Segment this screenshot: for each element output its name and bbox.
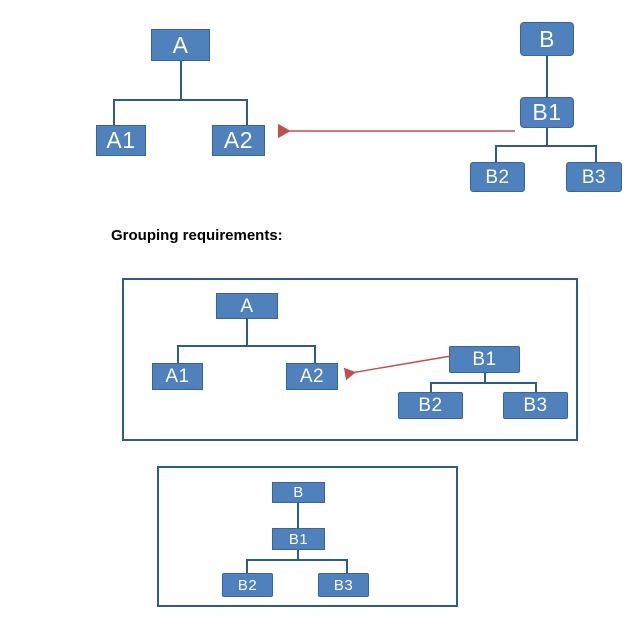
node-b-top[interactable]: B	[520, 22, 574, 56]
connector-b1-stem	[546, 128, 548, 146]
node-a1-top[interactable]: A1	[96, 125, 146, 156]
group-one-arrow-b1-to-a2	[343, 355, 452, 381]
connector-a-bus-g1	[177, 345, 316, 347]
grouping-requirements-caption: Grouping requirements:	[111, 227, 283, 244]
connector-a-bus	[113, 99, 248, 101]
connector-b1-stem-g1	[484, 373, 486, 383]
connector-b1-bus-g1	[430, 382, 536, 384]
node-b2-group2[interactable]: B2	[222, 573, 273, 597]
connector-a-stem-g1	[246, 319, 248, 346]
connector-a-stem	[180, 61, 182, 100]
node-b1-group2[interactable]: B1	[272, 528, 325, 550]
node-b3-top[interactable]: B3	[566, 162, 622, 192]
node-b-group2[interactable]: B	[272, 482, 325, 503]
node-b3-group1[interactable]: B3	[503, 392, 568, 419]
node-b3-group2[interactable]: B3	[318, 573, 369, 597]
connector-b3-drop-g1	[535, 382, 537, 393]
top-arrow-b1-to-a2	[278, 123, 515, 139]
connector-b-stem	[546, 56, 548, 97]
connector-a1-drop-g1	[177, 345, 179, 364]
node-a1-group1[interactable]: A1	[152, 363, 203, 390]
connector-b1-stem-g2	[297, 550, 299, 560]
connector-a2-drop	[246, 99, 248, 126]
node-a2-top[interactable]: A2	[212, 125, 265, 156]
node-b1-top[interactable]: B1	[520, 97, 574, 128]
node-b2-group1[interactable]: B2	[398, 392, 463, 419]
connector-a2-drop-g1	[314, 345, 316, 364]
group-container-one[interactable]	[122, 278, 578, 441]
connector-a1-drop	[113, 99, 115, 126]
arrow-line	[343, 355, 452, 381]
group-container-two[interactable]	[157, 466, 458, 607]
node-b2-top[interactable]: B2	[470, 162, 525, 192]
connector-b-stem-g2	[297, 503, 299, 528]
connector-b1-bus-g2	[246, 559, 348, 561]
node-b1-group1[interactable]: B1	[449, 346, 520, 373]
connector-b2-drop-g1	[430, 382, 432, 393]
node-a2-group1[interactable]: A2	[286, 363, 338, 390]
connector-b2-drop-g2	[246, 559, 248, 573]
node-a-top[interactable]: A	[151, 29, 210, 61]
node-a-group1[interactable]: A	[216, 293, 278, 319]
connector-b3-drop	[595, 145, 597, 162]
connector-b1-bus	[495, 145, 597, 147]
connector-b2-drop	[495, 145, 497, 162]
connector-b3-drop-g2	[346, 559, 348, 573]
